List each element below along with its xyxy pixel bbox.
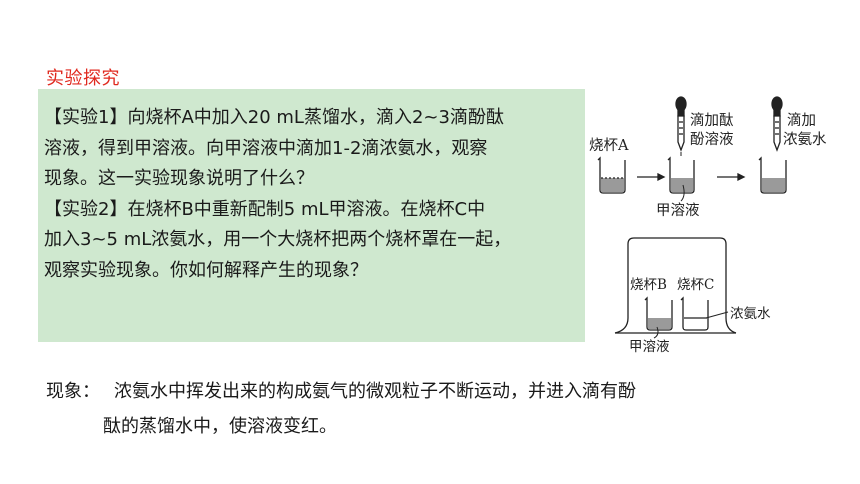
large-beaker-icon [614,237,737,334]
question-line: 【实验1】向烧杯A中加入20 mL蒸馏水，滴入2~3滴酚酞 [44,107,504,128]
arrow-icon [717,172,746,182]
beaker-icon [667,156,695,194]
answer-text-line1: 浓氨水中挥发出来的构成氨气的微观粒子不断运动，并进入滴有酚 [114,381,636,402]
ammonia-label: 浓氨水 [730,306,771,322]
answer-text-line2: 酞的蒸馏水中，使溶液变红。 [103,416,337,437]
beaker-icon [758,156,787,194]
beaker-c-icon [680,296,709,331]
question-box: 【实验1】向烧杯A中加入20 mL蒸馏水，滴入2~3滴酚酞 溶液，得到甲溶液。向… [38,89,585,342]
arrow-icon [637,172,666,182]
answer-block: 现象： 浓氨水中挥发出来的构成氨气的微观粒子不断运动，并进入滴有酚 酞的蒸馏水中，… [46,374,636,444]
answer-label: 现象： [46,381,100,402]
dropper-icon [675,96,687,156]
beaker-b-icon [644,296,673,331]
dropper2-label-line1: 滴加 [787,111,816,129]
question-line: 溶液，得到甲溶液。向甲溶液中滴加1-2滴浓氨水，观察 [44,137,488,159]
experiment1-figure [597,96,787,202]
beaker-b-label: 烧杯B [630,277,667,293]
dropper2-label-line2: 浓氨水 [783,131,827,148]
beaker-c-label: 烧杯C [677,277,714,293]
question-line: 加入3~5 mL浓氨水，用一个大烧杯把两个烧杯罩在一起， [44,229,512,250]
question-line: 观察实验现象。你如何解释产生的现象？ [44,259,368,281]
beaker-a-icon [597,156,626,194]
question-line: 现象。这一实验现象说明了什么？ [44,168,314,189]
solution-label-fig2: 甲溶液 [629,339,670,355]
dropper1-label-line1: 滴加酞 [690,111,734,129]
dropper1-label-line2: 酚溶液 [690,131,734,148]
beaker-a-label: 烧杯A [589,137,629,154]
section-title: 实验探究 [46,68,120,89]
solution-label-fig1: 甲溶液 [656,202,700,219]
experiment2-figure [614,237,737,339]
question-line: 【实验2】在烧杯B中重新配制5 mL甲溶液。在烧杯C中 [44,198,486,220]
dropper-icon [771,96,783,152]
